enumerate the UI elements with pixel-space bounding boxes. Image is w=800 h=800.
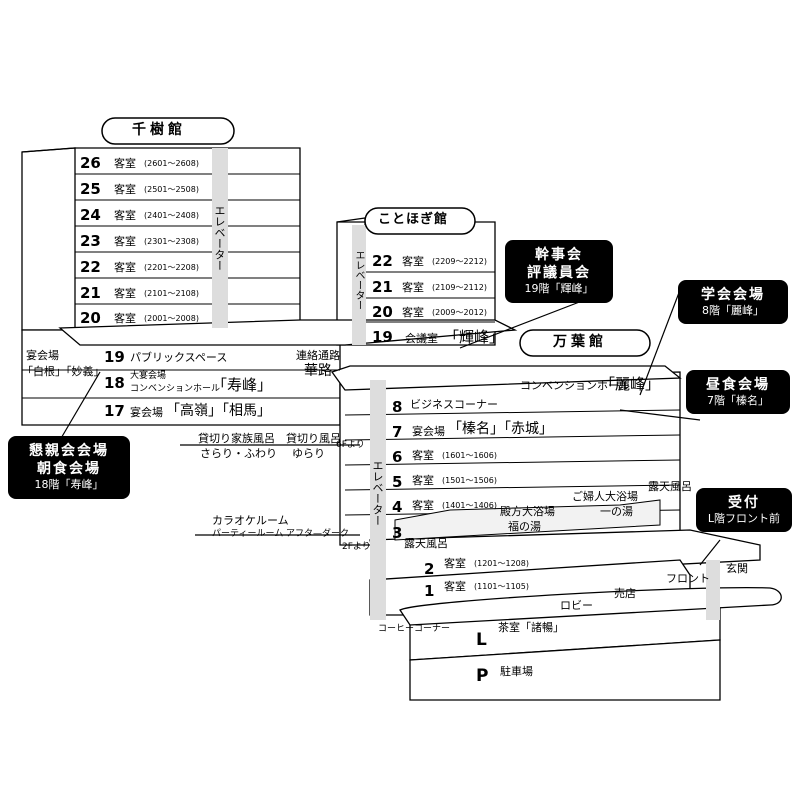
from-2f-label: 2Fより bbox=[342, 542, 371, 552]
callout-konshin: 懇親会会場 朝食会場 18階「寿峰」 bbox=[8, 436, 130, 499]
family-bath-names: さらり・ふわり bbox=[200, 447, 277, 460]
kotohogi-elevator-label: エレベーター bbox=[353, 250, 364, 310]
senju-title: 千樹館 bbox=[132, 122, 186, 138]
private-bath-label: 貸切り風呂 bbox=[286, 432, 341, 445]
callout-kanji: 幹事会 評議員会 19階「輝峰」 bbox=[505, 240, 613, 303]
coffee-corner-label: コーヒーコーナー bbox=[378, 624, 451, 634]
senju-elevator-label: エレベーター bbox=[213, 205, 226, 271]
from-6f-label: 6Fより bbox=[336, 440, 365, 450]
mens-bath-name: 福の湯 bbox=[508, 520, 541, 533]
callout-gakkai: 学会会場 8階「麗峰」 bbox=[678, 280, 788, 325]
entrance-label: 玄関 bbox=[726, 562, 748, 575]
mens-bath-label: 殿方大浴場 bbox=[500, 505, 555, 518]
ladies-bath-name: 一の湯 bbox=[600, 505, 633, 518]
karaoke-label: カラオケルーム bbox=[212, 514, 289, 527]
callout-reception: 受付 L階フロント前 bbox=[696, 488, 792, 533]
passage-label: 連絡通路 bbox=[296, 349, 340, 362]
manyo-elevator-label: エレベーター bbox=[371, 460, 384, 526]
front-desk-label: フロント bbox=[666, 572, 710, 585]
bath-area bbox=[394, 499, 661, 541]
callout-lunch: 昼食会場 7階「榛名」 bbox=[686, 370, 790, 415]
passage-name: 華路 bbox=[304, 363, 332, 379]
private-bath-name: ゆらり bbox=[292, 447, 325, 460]
lobby-label: ロビー bbox=[560, 599, 593, 612]
manyo-title: 万葉館 bbox=[553, 334, 607, 350]
open-air-bath-label: 露天風呂 bbox=[648, 480, 692, 493]
kotohogi-title: ことほぎ館 bbox=[378, 212, 449, 227]
parking-floor-shape bbox=[409, 639, 721, 701]
connection-roof bbox=[58, 319, 518, 346]
manyo-roof bbox=[330, 365, 682, 391]
family-bath-label: 貸切り家族風呂 bbox=[198, 432, 275, 445]
ladies-bath-label: ご婦人大浴場 bbox=[572, 490, 638, 503]
party-room-label: パーティールーム アフタ—ダーク bbox=[212, 529, 350, 539]
shop-label: 売店 bbox=[614, 587, 636, 600]
